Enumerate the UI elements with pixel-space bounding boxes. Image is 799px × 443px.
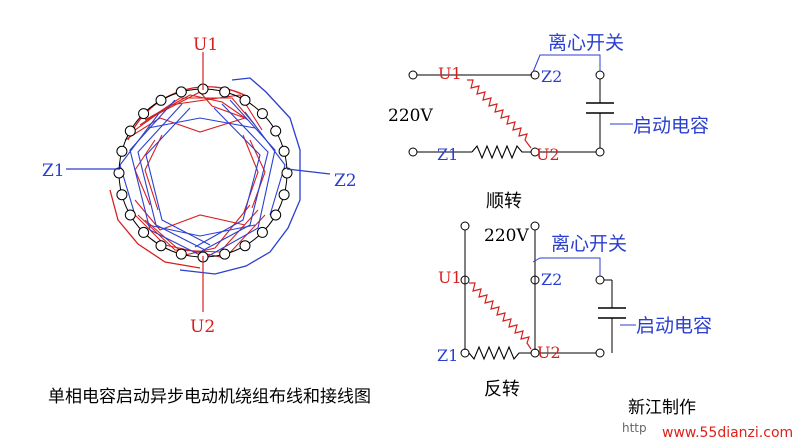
aux-winding-coils — [119, 99, 286, 259]
stator-slot — [138, 108, 150, 120]
stator-slot — [124, 125, 136, 137]
reverse-voltage-label: 220V — [484, 226, 529, 246]
z2-lead-line — [286, 168, 331, 175]
reverse-u2-label: U2 — [537, 343, 561, 362]
forward-main-winding — [467, 79, 532, 149]
reverse-main-winding — [469, 282, 532, 350]
maker-credit: 新江制作 — [628, 398, 696, 418]
forward-u2-label: U2 — [536, 145, 560, 164]
stator-slot — [113, 167, 125, 179]
stator-slot — [270, 125, 282, 137]
forward-aux-winding — [471, 144, 531, 160]
reverse-u1-label: U1 — [438, 268, 462, 287]
reverse-z1-label: Z1 — [437, 346, 458, 365]
forward-direction-label: 顺转 — [486, 191, 522, 212]
stator-slot — [138, 226, 150, 238]
reverse-aux-winding — [468, 345, 531, 361]
stator-slot — [155, 240, 167, 252]
stator-slot — [155, 94, 167, 106]
stator-slot — [256, 226, 268, 238]
stator-slot — [239, 240, 251, 252]
u2-bottom-label: U2 — [190, 317, 215, 337]
stator-slot — [175, 248, 187, 260]
reverse-switch-label: 离心开关 — [551, 233, 627, 255]
stator-slot — [124, 209, 136, 221]
reverse-z2-label: Z2 — [541, 270, 562, 289]
stator-slot — [219, 248, 231, 260]
u1-top-label: U1 — [193, 35, 218, 55]
forward-capacitor-label: 启动电容 — [633, 115, 709, 137]
forward-z1-label: Z1 — [437, 145, 458, 164]
stator-slot — [116, 145, 128, 157]
forward-z2-label: Z2 — [541, 67, 562, 86]
stator-slot — [256, 108, 268, 120]
stator-slots — [113, 83, 293, 263]
forward-voltage-label: 220V — [388, 106, 433, 126]
stator-slot — [278, 145, 290, 157]
reverse-capacitor-label: 启动电容 — [636, 315, 712, 337]
z2-right-label: Z2 — [334, 171, 357, 191]
stator-slot — [219, 86, 231, 98]
stator-slot — [239, 94, 251, 106]
stator-slot — [270, 209, 282, 221]
main-winding-overhang-bottom — [109, 189, 201, 269]
forward-u1-label: U1 — [438, 64, 462, 83]
diagram-caption: 单相电容启动异步电动机绕组布线和接线图 — [48, 387, 371, 407]
forward-circuit — [408, 54, 614, 157]
z1-left-label: Z1 — [42, 161, 65, 181]
reverse-direction-label: 反转 — [484, 379, 520, 400]
site-watermark: www.55dianzi.com — [662, 425, 793, 441]
stator-slot — [278, 189, 290, 201]
stator-slot — [175, 86, 187, 98]
stator-slot — [281, 167, 293, 179]
stator-slot — [116, 189, 128, 201]
aux-winding-overhang — [179, 77, 301, 275]
stator-winding-diagram: U1 U2 Z1 Z2 — [42, 35, 357, 337]
forward-switch-label: 离心开关 — [548, 32, 624, 54]
watermark-prefix: http — [622, 421, 647, 435]
